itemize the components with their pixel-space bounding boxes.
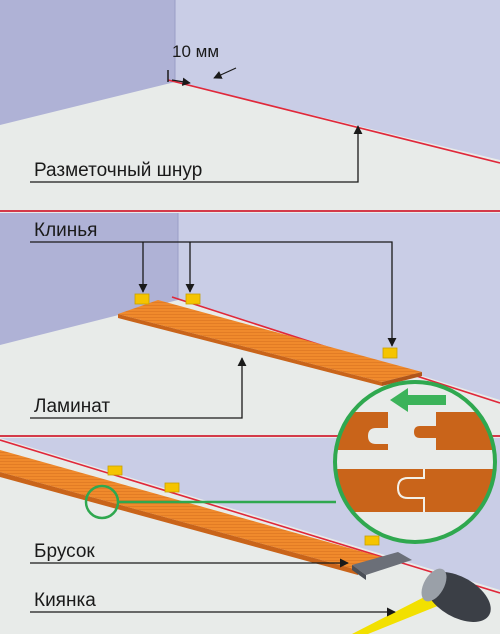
- mallet-handle: [352, 590, 445, 634]
- back-wall: [178, 213, 500, 400]
- wedge: [185, 293, 201, 305]
- laminate-board: [0, 450, 392, 570]
- board-right-open: [414, 412, 495, 450]
- bar-label: Брусок: [34, 541, 95, 562]
- marking-cord: [0, 439, 500, 594]
- side-wall: [0, 0, 175, 125]
- back-wall: [175, 0, 500, 160]
- tapping-bar: [352, 552, 412, 575]
- side-wall: [0, 213, 178, 345]
- gap-label: 10 мм: [172, 42, 219, 61]
- panel-wedges: Клинья Ламинат: [0, 213, 500, 435]
- wedge: [134, 293, 150, 305]
- wedges-label: Клинья: [34, 220, 97, 241]
- marking-cord: [167, 79, 500, 164]
- wedge: [107, 465, 123, 476]
- wedge: [382, 347, 398, 359]
- laminate-label: Ламинат: [34, 396, 110, 417]
- cord-label: Разметочный шнур: [34, 160, 202, 181]
- board-joined: [335, 468, 495, 512]
- push-arrow: [390, 388, 446, 412]
- mallet-label: Киянка: [34, 590, 96, 611]
- detail-ring: [333, 380, 497, 544]
- joint-detail-inset: [333, 380, 497, 544]
- wedge: [364, 535, 380, 546]
- panel-marking-cord: 10 мм Разметочный шнур: [0, 0, 500, 210]
- mallet-head: [421, 568, 491, 622]
- laminate-board: [118, 300, 422, 382]
- wedge: [164, 482, 180, 493]
